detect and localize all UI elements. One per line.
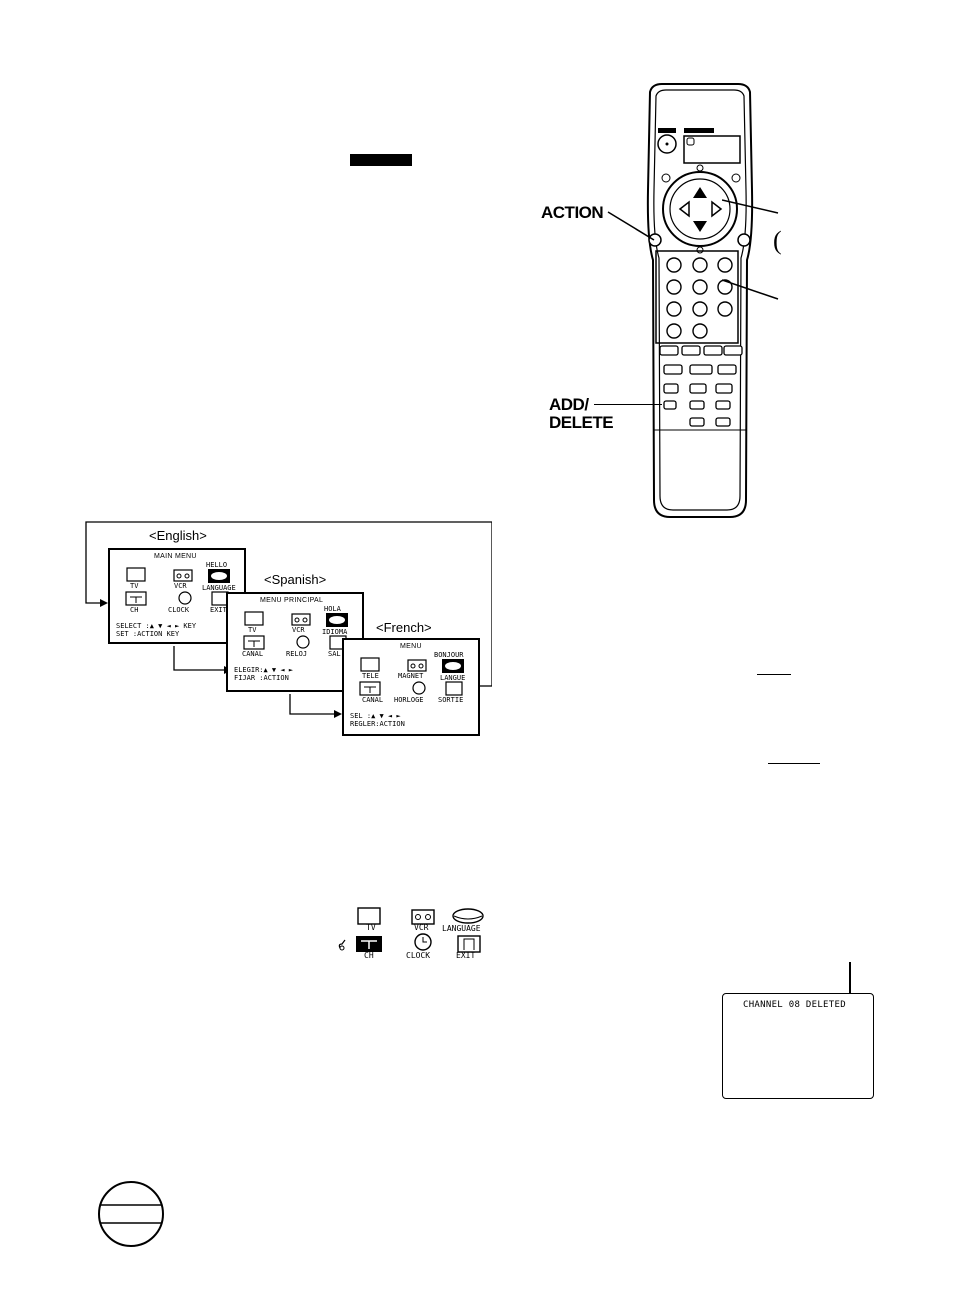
small-menu-language: LANGUAGE — [442, 924, 481, 933]
small-menu-exit: EXIT — [456, 951, 476, 960]
english-menu-title: MAIN MENU — [154, 553, 197, 560]
dpad-numpad-pointer-lines — [722, 199, 779, 300]
add-delete-pointer-line — [594, 404, 662, 405]
spanish-exit: SAL — [328, 650, 341, 658]
action-label: ACTION — [541, 203, 604, 222]
english-menu-screen: MAIN MENU HELLO TV VCR LANGUAGE CH CLOCK… — [108, 548, 246, 644]
english-vcr: VCR — [174, 582, 187, 590]
vcr-icon — [173, 569, 193, 582]
tv-icon — [244, 611, 264, 626]
spanish-tv: TV — [248, 626, 257, 634]
vcr-icon — [291, 613, 311, 626]
small-menu-icons — [338, 907, 484, 953]
french-menu-title: MENU — [400, 643, 422, 650]
tv-icon — [126, 567, 146, 582]
spanish-menu-title: MENU PRINCIPAL — [260, 597, 324, 604]
spanish-line2: FIJAR :ACTION — [234, 674, 289, 682]
paren-glyph: ( — [773, 226, 782, 255]
add-delete-label: ADD/ DELETE — [549, 395, 614, 432]
screen-pointer-line — [849, 962, 851, 994]
small-menu-vcr: VCR — [414, 923, 429, 932]
spanish-hello: HOLA — [324, 605, 341, 613]
spanish-menu-screen: MENU PRINCIPAL HOLA TV VCR IDIOMA CANAL … — [226, 592, 364, 692]
underline-rule-2 — [768, 763, 820, 764]
spanish-label: <Spanish> — [264, 572, 327, 587]
small-menu-tv: TV — [366, 923, 376, 932]
add-delete-label-line2: DELETE — [549, 413, 614, 432]
action-pointer-line — [607, 211, 655, 241]
french-line2: REGLER:ACTION — [350, 720, 405, 728]
section-tab-circle — [98, 1181, 164, 1247]
english-label: <English> — [149, 528, 207, 543]
french-tv: TELE — [362, 672, 379, 680]
exit-icon — [457, 935, 481, 953]
tv-icon — [360, 657, 380, 672]
tv-icon — [357, 907, 381, 925]
underline-rule-1 — [757, 674, 791, 675]
add-delete-label-line1: ADD/ — [549, 395, 589, 414]
english-line1: SELECT :▲ ▼ ◄ ► KEY — [116, 622, 197, 630]
french-ch: CANAL — [362, 696, 384, 704]
small-menu-clock: CLOCK — [406, 951, 431, 960]
vcr-icon — [407, 659, 427, 672]
french-vcr: MAGNET — [398, 672, 424, 680]
french-line1: SEL :▲ ▼ ◄ ► — [350, 712, 401, 720]
french-label: <French> — [376, 620, 432, 635]
spanish-clock: RELOJ — [286, 650, 308, 658]
english-line2: SET :ACTION KEY — [116, 630, 180, 638]
black-label-bar — [350, 154, 412, 166]
french-clock: HORLOGE — [394, 696, 424, 704]
english-tv: TV — [130, 582, 139, 590]
clock-icon — [296, 635, 310, 649]
spanish-ch: CANAL — [242, 650, 264, 658]
spanish-line1: ELEGIR:▲ ▼ ◄ ► — [234, 666, 294, 674]
clock-icon — [412, 681, 426, 695]
remote-control-illustration — [646, 83, 754, 518]
english-hello: HELLO — [206, 561, 228, 569]
french-exit: SORTIE — [438, 696, 464, 704]
french-menu-screen: MENU BONJOUR TELE MAGNET LANGUE CANAL HO… — [342, 638, 480, 736]
english-exit: EXIT — [210, 606, 227, 614]
channel-deleted-message: CHANNEL 08 DELETED — [743, 1000, 846, 1010]
vcr-icon — [411, 909, 435, 925]
spanish-language: IDIOMA — [322, 628, 348, 636]
english-language: LANGUAGE — [202, 584, 236, 592]
french-hello: BONJOUR — [434, 651, 464, 659]
small-menu-grid: TV VCR LANGUAGE CH CLOCK EXIT — [336, 904, 496, 966]
french-menu-icons — [359, 657, 464, 696]
language-icon — [452, 908, 484, 924]
exit-icon — [445, 681, 463, 696]
clock-icon — [178, 591, 192, 605]
french-language: LANGUE — [440, 674, 466, 682]
language-menu-diagram: <English> <Spanish> <French> MAIN MENU H… — [78, 518, 492, 738]
english-ch: CH — [130, 606, 139, 614]
small-menu-ch: CH — [364, 951, 374, 960]
channel-deleted-screen: CHANNEL 08 DELETED — [722, 993, 874, 1099]
english-menu-icons — [125, 567, 230, 606]
spanish-vcr: VCR — [292, 626, 305, 634]
english-clock: CLOCK — [168, 606, 190, 614]
